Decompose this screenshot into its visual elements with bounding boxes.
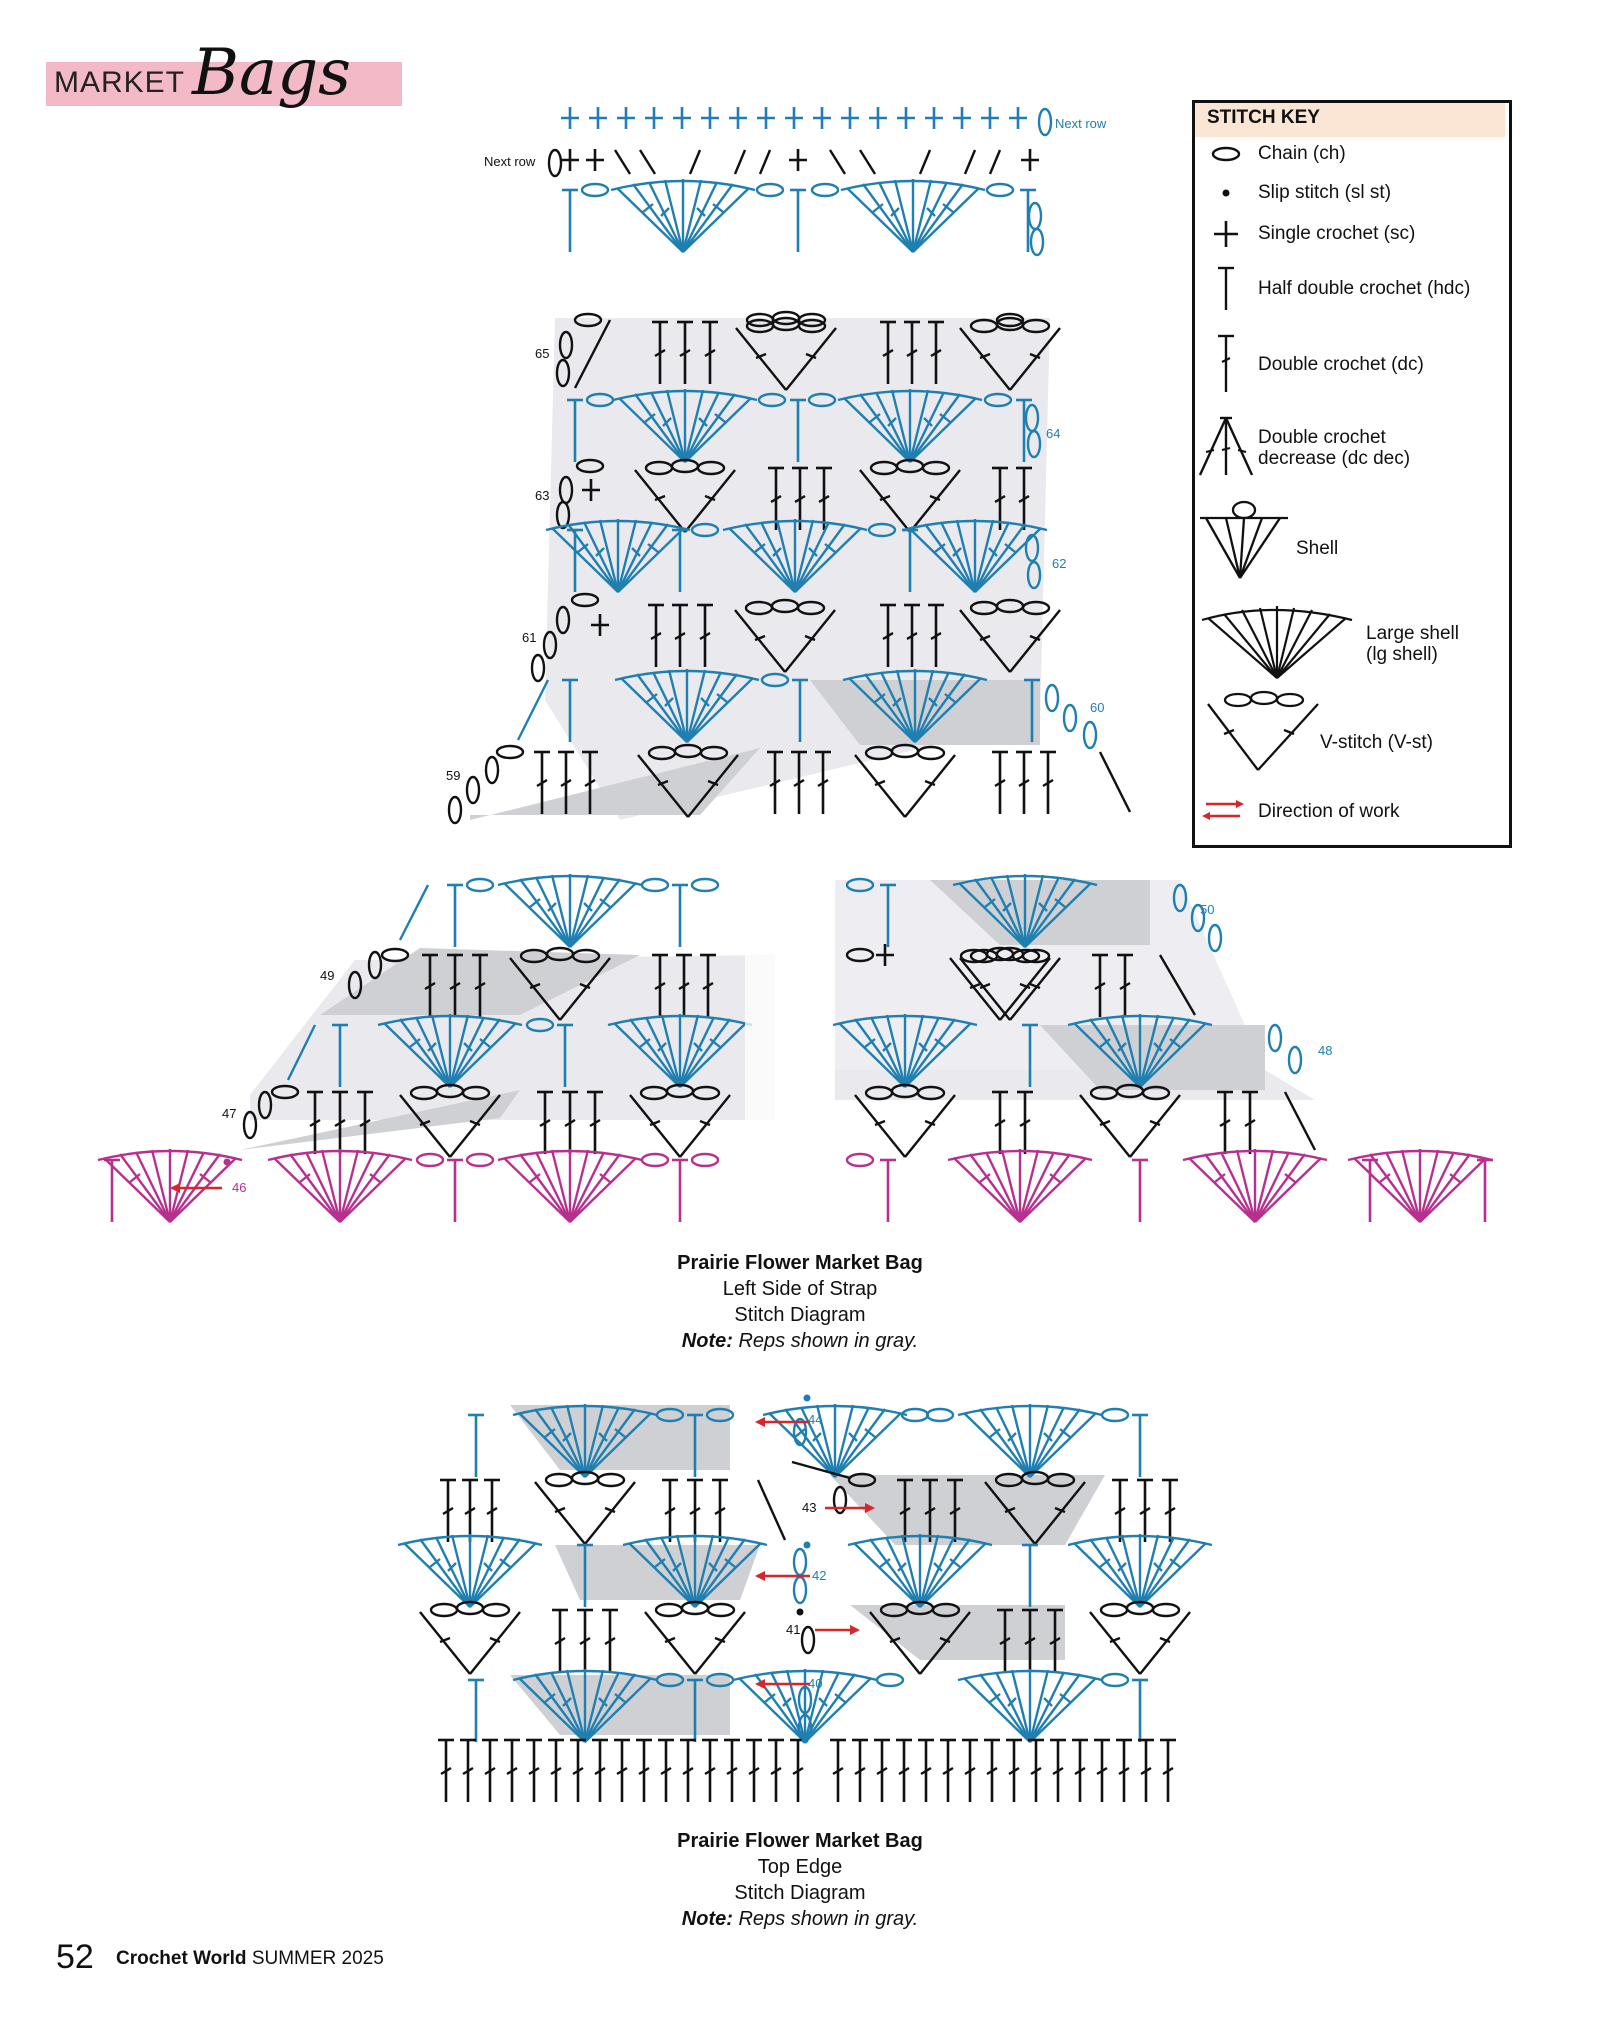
next-row-right-label: Next row (1055, 116, 1107, 131)
dc-decrease-icon (1198, 416, 1254, 476)
row-label-62: 62 (1052, 556, 1066, 571)
key-label-chain: Chain (ch) (1258, 143, 1346, 164)
single-crochet-icon (1214, 221, 1238, 247)
key-label-direction: Direction of work (1258, 801, 1400, 822)
row-label-64: 64 (1046, 426, 1060, 441)
key-label-half-double-crochet: Half double crochet (hdc) (1258, 278, 1471, 299)
row-44 (466, 1394, 1150, 1479)
row-50 (398, 872, 1223, 953)
row-label-63: 63 (535, 488, 549, 503)
next-row-blue-shells (560, 177, 1045, 257)
stitch-key-box (1192, 100, 1512, 848)
row-label-44: 44 (808, 1412, 822, 1427)
next-row-sc (559, 105, 1053, 137)
shell-icon (1200, 500, 1288, 579)
note-text: Reps shown in gray. (738, 1330, 919, 1352)
section-word: MARKET (54, 66, 186, 99)
key-label-large-shell-1: Large shell (1366, 623, 1459, 644)
row-label-46: 46 (232, 1180, 246, 1195)
row-65 (555, 310, 1062, 392)
caption-top-edge-title: Prairie Flower Market Bag (677, 1830, 923, 1852)
next-row-left-label: Next row (484, 154, 536, 169)
row-49 (347, 942, 1197, 1022)
half-double-crochet-icon (1218, 266, 1234, 310)
v-stitch-icon (1207, 690, 1319, 771)
row-42 (396, 1532, 1214, 1609)
note-text: Reps shown in gray. (738, 1908, 919, 1930)
direction-arrows-icon (1202, 800, 1244, 820)
key-label-large-shell-2: (lg shell) (1366, 644, 1438, 665)
row-label-49: 49 (320, 968, 334, 983)
note-label: Note: (681, 1330, 733, 1352)
row-41 (418, 1600, 1192, 1676)
page-number: 52 (56, 1938, 94, 1976)
key-label-double-crochet: Double crochet (dc) (1258, 354, 1424, 375)
row-label-40: 40 (808, 1676, 822, 1691)
stitch-key-icons (1198, 146, 1353, 820)
key-label-shell: Shell (1296, 538, 1339, 559)
key-label-dc-decrease-1: Double crochet (1258, 427, 1386, 448)
direction-arrow-row-46 (170, 1183, 222, 1193)
row-label-50: 50 (1200, 902, 1214, 917)
caption-top-edge-line2: Top Edge (757, 1856, 843, 1878)
section-badge (46, 62, 402, 106)
diagram-strap-upper: Next row Next row 65 64 63 62 61 60 59 (446, 105, 1132, 825)
double-crochet-icon (1218, 334, 1234, 392)
key-label-v-stitch: V-stitch (V-st) (1320, 732, 1433, 753)
caption-top-edge-line3: Stitch Diagram (734, 1882, 866, 1904)
issue-name: SUMMER 2025 (251, 1948, 384, 1969)
caption-strap-line2: Left Side of Strap (722, 1278, 878, 1300)
caption-top-edge-note: Note: Reps shown in gray. (600, 1906, 1000, 1932)
row-43 (438, 1460, 1180, 1546)
row-label-43: 43 (802, 1500, 816, 1515)
row-48 (286, 1012, 1303, 1089)
large-shell-icon (1201, 606, 1353, 679)
diagram-strap-lower: 50 49 48 47 46 (96, 860, 1495, 1224)
row-label-59: 59 (446, 768, 460, 783)
next-row-black (547, 147, 1041, 178)
slip-stitch-icon (1222, 189, 1230, 197)
key-label-single-crochet: Single crochet (sc) (1258, 223, 1416, 244)
key-label-dc-decrease-2: decrease (dc dec) (1258, 448, 1411, 469)
row-base-dc (436, 1736, 1178, 1804)
caption-strap: Prairie Flower Market Bag Left Side of S… (600, 1250, 1000, 1354)
row-59 (447, 743, 1132, 825)
row-60 (516, 667, 1098, 750)
row-label-42: 42 (812, 1568, 826, 1583)
direction-arrows-top-edge (755, 1417, 875, 1689)
key-label-slip-stitch: Slip stitch (sl st) (1258, 182, 1392, 203)
stitch-key-title: STITCH KEY (1195, 103, 1505, 137)
chain-icon (1211, 146, 1241, 162)
note-label: Note: (681, 1908, 733, 1930)
row-label-60: 60 (1090, 700, 1104, 715)
row-label-61: 61 (522, 630, 536, 645)
row-46 (96, 1147, 1495, 1224)
diagram-top-edge: 44 43 42 41 40 (396, 1394, 1214, 1804)
row-47 (242, 1083, 1317, 1159)
caption-strap-note: Note: Reps shown in gray. (600, 1328, 1000, 1354)
section-script: Bags (192, 36, 351, 110)
caption-strap-line3: Stitch Diagram (734, 1304, 866, 1326)
row-label-41: 41 (786, 1622, 800, 1637)
magazine-footer: Crochet World SUMMER 2025 (116, 1948, 384, 1970)
row-label-65: 65 (535, 346, 549, 361)
magazine-name: Crochet World (116, 1948, 247, 1969)
caption-top-edge: Prairie Flower Market Bag Top Edge Stitc… (600, 1828, 1000, 1932)
row-label-47: 47 (222, 1106, 236, 1121)
caption-strap-title: Prairie Flower Market Bag (677, 1252, 923, 1274)
row-label-48: 48 (1318, 1043, 1332, 1058)
